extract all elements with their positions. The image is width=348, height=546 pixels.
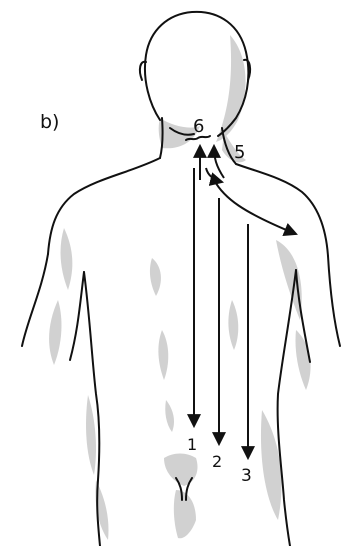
marker-3: 3 xyxy=(241,466,252,486)
body-shading xyxy=(49,35,311,540)
marker-2: 2 xyxy=(212,452,222,471)
marker-5: 5 xyxy=(234,142,245,163)
panel-label: b) xyxy=(40,111,59,133)
arrow-right-long xyxy=(214,180,296,234)
marker-6: 6 xyxy=(193,116,204,137)
marker-1: 1 xyxy=(187,435,197,454)
labels: b) 6 5 1 2 3 xyxy=(40,111,252,486)
arrows xyxy=(194,146,296,458)
